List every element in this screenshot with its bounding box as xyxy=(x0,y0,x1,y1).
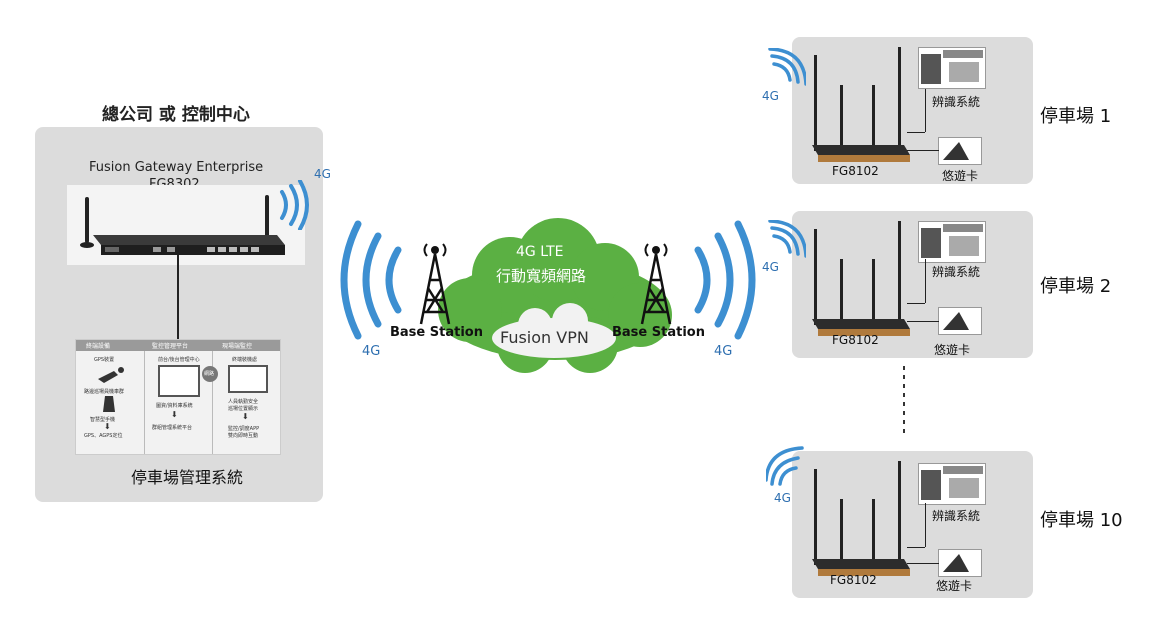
router-device xyxy=(804,45,914,171)
gps-device-icon xyxy=(96,365,126,389)
hq-panel: Fusion Gateway Enterprise FG8302 終端設 xyxy=(35,127,323,502)
screen-arrow: ⬇ xyxy=(104,422,111,431)
vpn-label: Fusion VPN xyxy=(500,328,589,347)
connector-line xyxy=(925,503,926,547)
left-tower-icon xyxy=(415,240,455,330)
recog-label: 辨識系統 xyxy=(932,265,981,279)
site-signal-label: 4G xyxy=(762,260,779,274)
card-reader-image xyxy=(938,137,982,165)
hq-system-label: 停車場管理系統 xyxy=(131,468,244,487)
site-name: 停車場 2 xyxy=(1040,276,1112,297)
connector-line xyxy=(907,321,939,322)
card-reader-image xyxy=(938,307,982,335)
screen-note: 前台/後台管理中心 xyxy=(158,357,200,363)
hq-connector-line xyxy=(177,255,179,339)
left-signal-label: 4G xyxy=(362,344,381,359)
screen-arrow: ⬇ xyxy=(242,412,249,421)
screen-note: 終端裝機處 xyxy=(232,357,258,363)
recognition-camera-image xyxy=(918,221,986,263)
left-station-label: Base Station xyxy=(390,325,483,340)
ellipsis-dots xyxy=(903,366,905,436)
card-label: 悠遊卡 xyxy=(942,169,979,183)
hq-title: 總公司 或 控制中心 xyxy=(102,105,250,125)
site-panel-1: 辨識系統 悠遊卡 FG8102 xyxy=(792,37,1033,184)
screen-col-3: 現場端監控 xyxy=(222,343,253,350)
screen-arrow: ⬇ xyxy=(171,410,178,419)
hq-signal-waves-icon xyxy=(276,179,310,234)
connector-line xyxy=(925,89,926,132)
connector-line xyxy=(907,132,925,133)
recog-label: 辨識系統 xyxy=(932,95,981,109)
hq-signal-label: 4G xyxy=(314,167,331,181)
phone-icon xyxy=(102,396,116,416)
site-signal-label: 4G xyxy=(774,491,791,505)
right-signal-label: 4G xyxy=(714,344,733,359)
site-signal-waves-icon xyxy=(766,219,808,264)
right-signal-waves-icon xyxy=(690,220,760,344)
router-device xyxy=(804,219,914,345)
recognition-camera-image xyxy=(918,463,986,505)
connector-line xyxy=(907,563,939,564)
map-monitor-icon xyxy=(158,365,200,397)
screen-note: 路邊巡場員機車群 xyxy=(84,389,125,395)
screen-note: GPS、AGPS定位 xyxy=(84,433,123,439)
screen-note: GPS裝置 xyxy=(94,357,115,363)
screen-divider-1 xyxy=(144,351,145,454)
card-label: 悠遊卡 xyxy=(936,579,973,593)
hq-gateway-device xyxy=(67,185,305,265)
screen-note: 監控/調度APP xyxy=(228,426,260,432)
card-label: 悠遊卡 xyxy=(934,343,971,357)
site-signal-label: 4G xyxy=(762,89,779,103)
right-station-label: Base Station xyxy=(612,325,705,340)
recognition-camera-image xyxy=(918,47,986,89)
connector-line xyxy=(907,547,925,548)
site-name: 停車場 1 xyxy=(1040,106,1112,127)
site-signal-waves-icon xyxy=(764,444,810,492)
screen-col-1: 終端設備 xyxy=(86,343,111,350)
screen-note: 人員執勤安全 xyxy=(228,399,259,405)
network-badge-label: 網路 xyxy=(204,371,215,377)
hq-gateway-drawing xyxy=(67,185,305,265)
card-reader-image xyxy=(938,549,982,577)
right-tower-icon xyxy=(636,240,676,330)
network-badge xyxy=(202,366,218,382)
router-device xyxy=(804,459,914,585)
site-panel-3: 辨識系統 悠遊卡 FG8102 xyxy=(792,451,1033,598)
site-name: 停車場 10 xyxy=(1040,510,1123,531)
hq-management-screen: 終端設備 監控管理平台 現場端監控 GPS裝置 路邊巡場員機車群 智慧型手機 ⬇… xyxy=(75,339,281,455)
lte-cloud xyxy=(430,215,680,379)
connector-line xyxy=(907,303,925,304)
connector-line xyxy=(907,150,939,151)
screen-col-2: 監控管理平台 xyxy=(152,343,189,350)
screen-note: 雙向即時互動 xyxy=(228,433,259,439)
model-label: FG8102 xyxy=(830,573,877,587)
hq-device-name: Fusion Gateway Enterprise xyxy=(89,160,264,175)
connector-line xyxy=(925,259,926,303)
model-label: FG8102 xyxy=(832,333,879,347)
left-signal-waves-icon xyxy=(336,220,406,344)
model-label: FG8102 xyxy=(832,164,879,178)
screen-header xyxy=(76,340,280,351)
screen-note: 圖資/資料庫系統 xyxy=(156,403,193,409)
site-panel-2: 辨識系統 悠遊卡 FG8102 xyxy=(792,211,1033,358)
screen-note: 智慧型手機 xyxy=(90,417,116,423)
screen-note: 群組管理系統平台 xyxy=(152,425,193,431)
screen-note: 巡場位置顯示 xyxy=(228,406,259,412)
screen-divider-2 xyxy=(212,351,213,454)
site-signal-waves-icon xyxy=(766,47,808,92)
cloud-line2: 行動寬頻網路 xyxy=(496,267,587,285)
cloud-line1: 4G LTE xyxy=(516,244,564,260)
recog-label: 辨識系統 xyxy=(932,509,981,523)
field-monitor-icon xyxy=(228,365,268,393)
